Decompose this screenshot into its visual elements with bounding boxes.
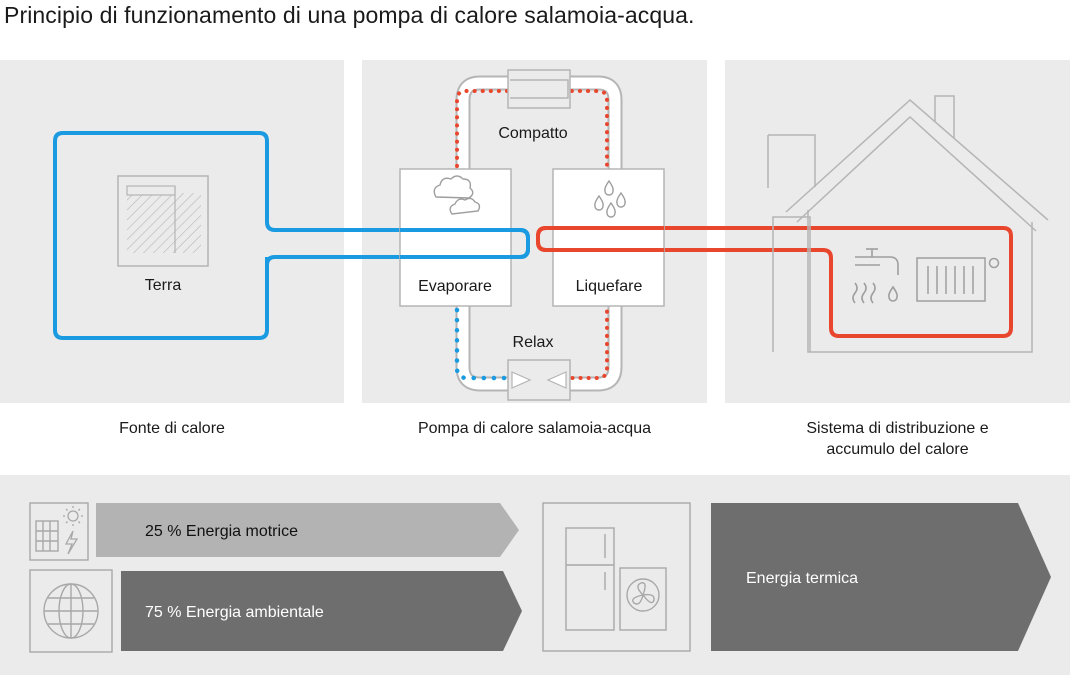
- thermal-energy-arrow: [711, 503, 1051, 651]
- page-title: Principio di funzionamento di una pompa …: [4, 2, 695, 28]
- compressor-icon: [507, 69, 571, 109]
- distribution-caption: Sistema di distribuzione e accumulo del …: [725, 418, 1070, 460]
- drive-energy-arrow: [96, 503, 519, 557]
- heat-pump-caption: Pompa di calore salamoia-acqua: [417, 420, 651, 437]
- ground-label: Terra: [145, 277, 182, 294]
- thermal-energy-label: Energia termica: [746, 570, 858, 587]
- distribution-panel: [725, 60, 1070, 403]
- globe-icon: [29, 569, 113, 653]
- clouds-icon: [433, 175, 481, 215]
- condenser-box: [552, 168, 665, 307]
- tap-icon: [852, 248, 899, 304]
- ambient-energy-label: 75 % Energia ambientale: [145, 604, 324, 621]
- expansion-label: Relax: [513, 334, 554, 351]
- heat-pump-unit-icon: [542, 502, 691, 652]
- evaporator-box: [399, 168, 512, 307]
- heat-source-caption: Fonte di calore: [119, 420, 225, 437]
- lightning-icon: [64, 530, 79, 555]
- ambient-energy-arrow: [121, 571, 522, 651]
- ground-icon: [117, 175, 209, 267]
- house-icon: [767, 95, 1049, 353]
- sun-icon: [63, 506, 83, 526]
- droplets-icon: [594, 179, 626, 218]
- drive-energy-label: 25 % Energia motrice: [145, 523, 298, 540]
- evaporator-label: Evaporare: [418, 278, 492, 295]
- fan-icon: [619, 567, 667, 631]
- expansion-valve-icon: [507, 359, 571, 401]
- distribution-caption-line1: Sistema di distribuzione e: [806, 420, 989, 437]
- distribution-caption-line2: accumulo del calore: [826, 441, 969, 458]
- radiator-icon: [916, 257, 1000, 302]
- condenser-label: Liquefare: [576, 278, 643, 295]
- compressor-label: Compatto: [498, 125, 567, 142]
- solar-panel-icon: [29, 502, 89, 561]
